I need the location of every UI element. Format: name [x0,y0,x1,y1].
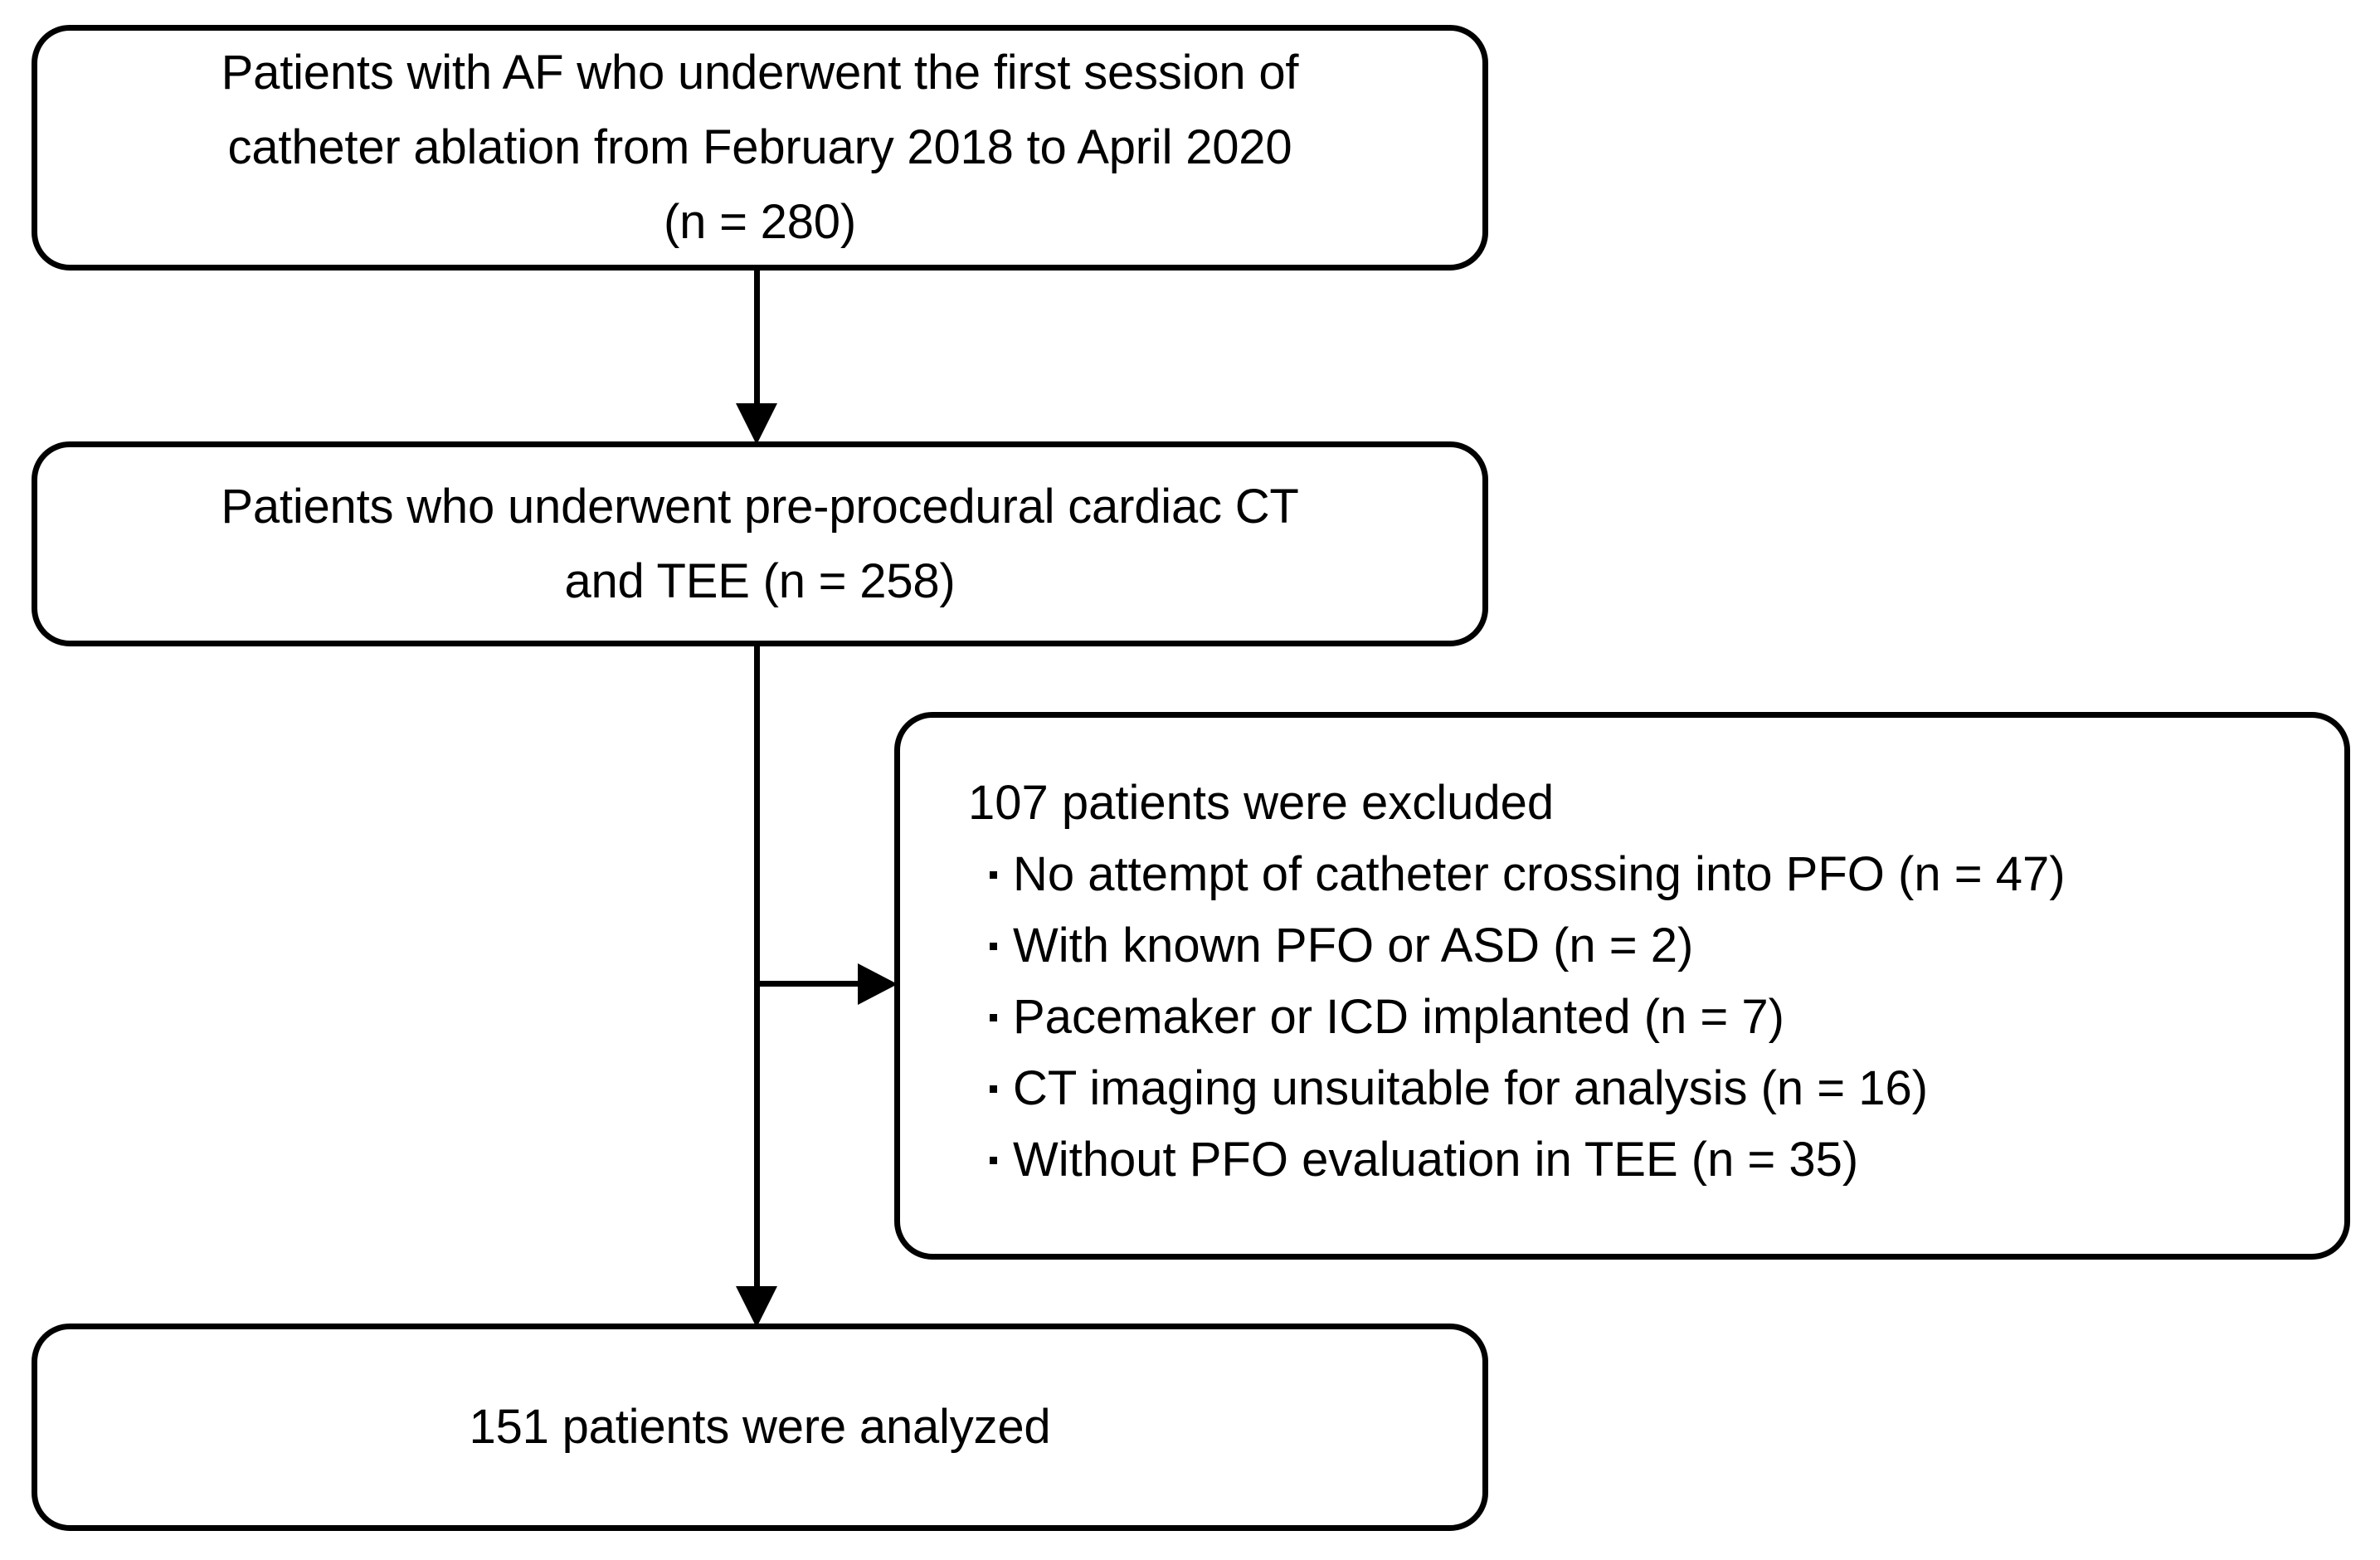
exclusion-reason-item: With known PFO or ASD (n = 2) [990,910,2344,982]
exclusion-reason-label: With known PFO or ASD (n = 2) [1013,919,1694,973]
node-analyzed-patients-text: 151 patients were analyzed [469,1400,1051,1454]
node-analyzed-patients: 151 patients were analyzed [32,1324,1488,1531]
node-imaged-patients: Patients who underwent pre-procedural ca… [32,441,1488,646]
exclusion-content: 107 patients were excluded No attempt of… [900,718,2344,1196]
exclusion-reason-label: CT imaging unsuitable for analysis (n = … [1013,1061,1929,1115]
connector-imaged-to-excluded [757,981,873,987]
arrowhead-right-icon [858,963,898,1005]
exclusion-reason-item: Pacemaker or ICD implanted (n = 7) [990,982,2344,1053]
exclusion-reason-item: Without PFO evaluation in TEE (n = 35) [990,1124,2344,1196]
bullet-square-icon [990,871,997,879]
node-enrolled-patients-text: Patients with AF who underwent the first… [221,46,1299,249]
bullet-square-icon [990,1085,997,1093]
exclusion-reason-list: No attempt of catheter crossing into PFO… [968,839,2344,1196]
arrowhead-down-icon [736,1286,777,1328]
connector-enrolled-to-imaged [754,271,760,420]
exclusion-reason-item: No attempt of catheter crossing into PFO… [990,839,2344,910]
exclusion-reason-item: CT imaging unsuitable for analysis (n = … [990,1053,2344,1124]
connector-imaged-to-analyzed [754,646,760,1301]
bullet-square-icon [990,1157,997,1164]
arrowhead-down-icon [736,403,777,445]
bullet-square-icon [990,943,997,950]
exclusion-reason-label: Pacemaker or ICD implanted (n = 7) [1013,990,1784,1044]
exclusion-reason-label: Without PFO evaluation in TEE (n = 35) [1013,1133,1859,1187]
node-imaged-patients-text: Patients who underwent pre-procedural ca… [221,479,1299,608]
bullet-square-icon [990,1014,997,1021]
exclusion-heading: 107 patients were excluded [968,776,1555,830]
node-enrolled-patients: Patients with AF who underwent the first… [32,25,1488,271]
exclusion-reason-label: No attempt of catheter crossing into PFO… [1013,847,2066,901]
node-excluded-patients: 107 patients were excluded No attempt of… [894,712,2350,1260]
